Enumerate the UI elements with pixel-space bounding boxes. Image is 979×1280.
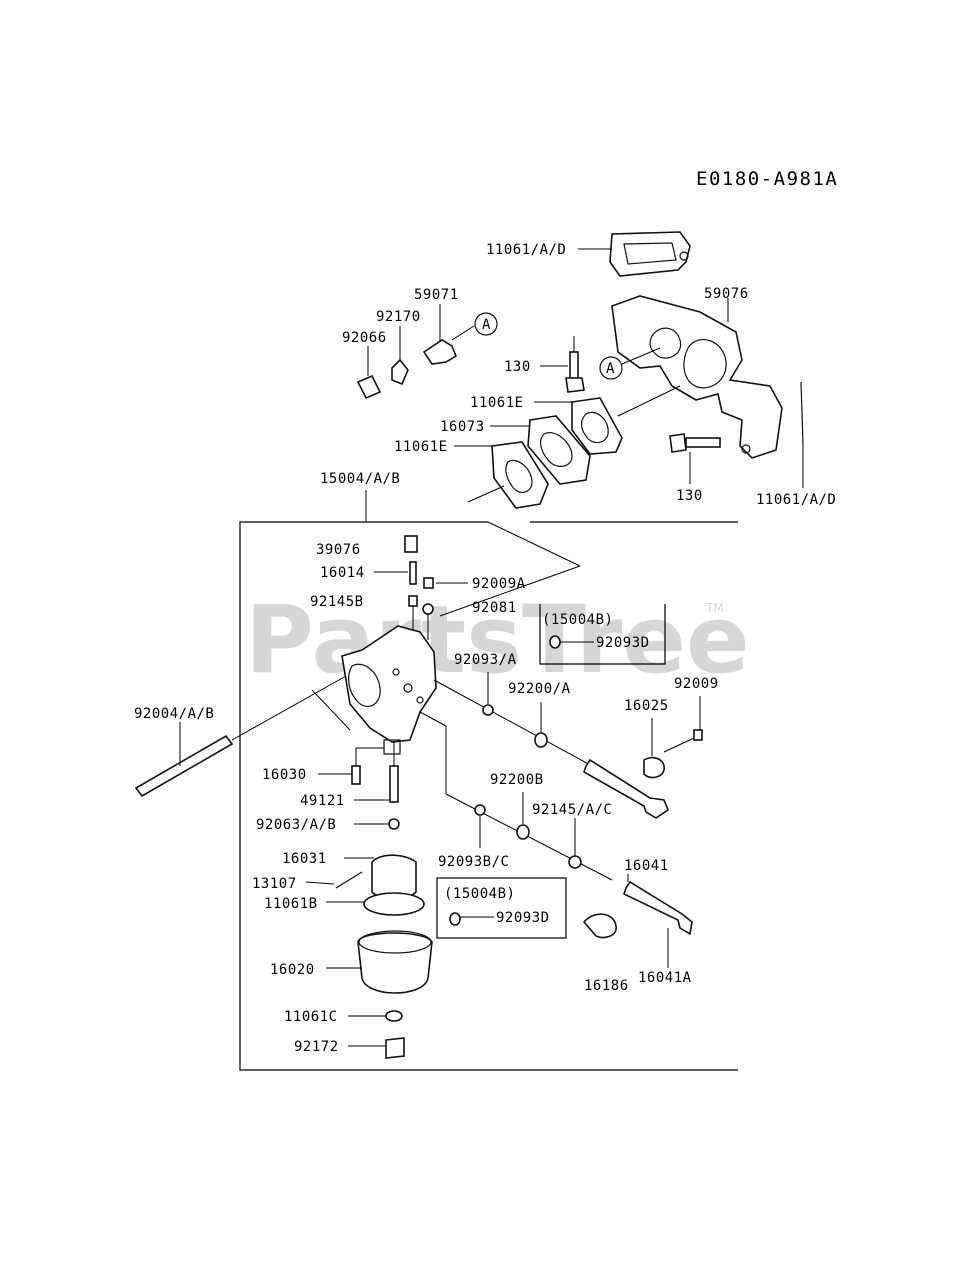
label-130-b: 130 [676, 488, 703, 504]
label-59071: 59071 [414, 287, 459, 303]
jet-39076 [404, 535, 418, 553]
screw-92009a [423, 577, 468, 589]
clamp-92170 [391, 326, 409, 386]
label-92145-a-c: 92145/A/C [532, 802, 612, 818]
spring-92145b [408, 595, 418, 630]
label-16030: 16030 [262, 767, 307, 783]
plate-16186 [582, 913, 617, 939]
stud-11061-right [800, 381, 804, 488]
bowl-16020 [326, 930, 433, 994]
label-16073: 16073 [440, 419, 485, 435]
label-39076: 39076 [316, 542, 361, 558]
label-49121: 49121 [300, 793, 345, 809]
valve-92063 [354, 818, 400, 830]
label-92009a: 92009A [472, 576, 526, 592]
label-92004-a-b: 92004/A/B [134, 706, 214, 722]
spacer-16073 [490, 415, 591, 485]
label-92093b-c: 92093B/C [438, 854, 509, 870]
callout-a-manifold [599, 347, 661, 380]
cap-92066 [356, 346, 382, 400]
label-16025: 16025 [624, 698, 669, 714]
gasket-11061e-b [454, 441, 549, 509]
label-11061c: 11061C [284, 1009, 338, 1025]
shaft-16041 [623, 874, 693, 936]
valve-16025 [643, 718, 665, 779]
needle-49121 [354, 742, 399, 803]
callout-a-label-manifold: A [606, 361, 615, 377]
label-16031: 16031 [282, 851, 327, 867]
fitting-59071 [422, 304, 498, 365]
label-11061e-a: 11061E [470, 395, 524, 411]
seal-92093bc [474, 804, 486, 848]
bolt-130-a [540, 336, 585, 393]
gasket-11061b [326, 892, 425, 916]
label-16041a: 16041A [638, 970, 692, 986]
carburetor-body [311, 625, 437, 755]
screw-92009 [663, 696, 703, 753]
label-130-a: 130 [504, 359, 531, 375]
stud-92004 [134, 675, 347, 798]
callout-a-label-upper: A [482, 317, 491, 333]
label-15004b-upper: (15004B) [542, 612, 613, 628]
oring-92081 [422, 603, 434, 640]
label-92066: 92066 [342, 330, 387, 346]
label-92009: 92009 [674, 676, 719, 692]
label-13107: 13107 [252, 876, 297, 892]
label-92145b: 92145B [310, 594, 364, 610]
pin-16030 [318, 747, 384, 785]
label-92200-a: 92200/A [508, 681, 571, 697]
seal-92200b [516, 792, 530, 840]
seal-92200a [534, 702, 548, 748]
label-16014: 16014 [320, 565, 365, 581]
intake-manifold-59076 [611, 295, 783, 459]
label-15004b-lower: (15004B) [444, 886, 515, 902]
gasket-11061c [348, 1010, 403, 1022]
label-92063-a-b: 92063/A/B [256, 817, 336, 833]
label-11061b: 11061B [264, 896, 318, 912]
diagram-code: E0180-A981A [696, 168, 838, 190]
spring-92145ac [568, 818, 582, 869]
label-92081: 92081 [472, 600, 517, 616]
seal-92093a [482, 672, 494, 716]
label-11061e-b: 11061E [394, 439, 448, 455]
label-59076: 59076 [704, 286, 749, 302]
label-11061-a-d-right: 11061/A/D [756, 492, 836, 508]
label-92172: 92172 [294, 1039, 339, 1055]
label-92093d-lower: 92093D [496, 910, 550, 926]
inset-box-upper [539, 604, 666, 665]
inset-box-lower [436, 877, 567, 939]
watermark-trademark: TM [705, 601, 724, 615]
screw-16014 [374, 561, 417, 585]
label-92093-a: 92093/A [454, 652, 517, 668]
bolt-92172 [348, 1037, 405, 1059]
label-15004-a-b: 15004/A/B [320, 471, 400, 487]
gasket-11061-top [578, 231, 691, 277]
label-16041: 16041 [624, 858, 669, 874]
pin-13107 [305, 871, 363, 889]
label-92200b: 92200B [490, 772, 544, 788]
bolt-130-b [669, 433, 721, 484]
gasket-11061e-a [534, 397, 623, 455]
label-16020: 16020 [270, 962, 315, 978]
label-92170: 92170 [376, 309, 421, 325]
shaft-throttle [583, 758, 669, 819]
label-11061-a-d-top: 11061/A/D [486, 242, 566, 258]
float-16031 [344, 854, 417, 901]
seal-92093d-upper-icon [549, 635, 561, 649]
seal-92093d-lower-icon [449, 912, 461, 926]
label-92093d-upper: 92093D [596, 635, 650, 651]
label-16186: 16186 [584, 978, 629, 994]
carburetor-assembly-frame [239, 490, 738, 1071]
